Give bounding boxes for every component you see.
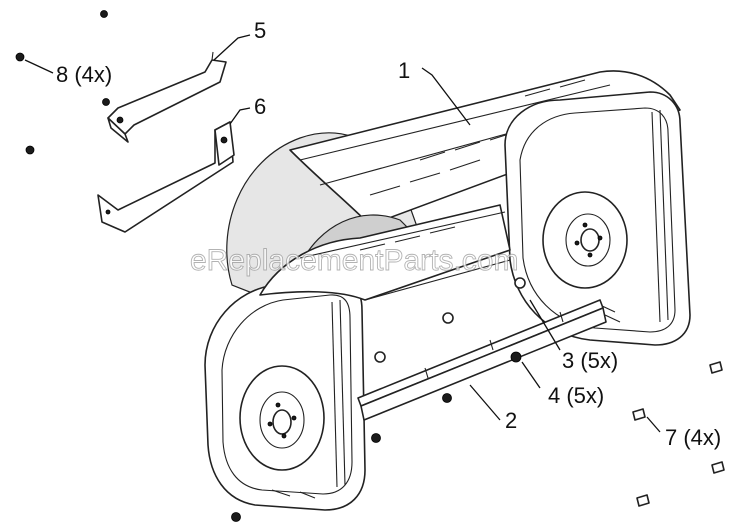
hardware-nut-4: [231, 351, 522, 522]
hardware-bolt-7: [632, 361, 725, 507]
callout-part-5: 5: [254, 18, 266, 43]
part-1-auger-housing: [204, 70, 691, 511]
callout-part-7: 7 (4x): [665, 425, 721, 450]
hardware-nut-8: [15, 10, 110, 155]
part-6-bracket: [97, 121, 235, 233]
callout-part-4: 4 (5x): [548, 383, 604, 408]
leader-lines: [24, 34, 661, 433]
callout-part-2: 2: [505, 408, 517, 433]
callout-part-3: 3 (5x): [562, 348, 618, 373]
watermark-text: eReplacementParts.com: [190, 244, 518, 277]
callout-part-6: 6: [254, 94, 266, 119]
part-2-scraper-bar: [357, 299, 607, 421]
callout-part-1: 1: [398, 58, 410, 83]
part-5-bracket: [107, 51, 227, 143]
callout-part-8: 8 (4x): [56, 62, 112, 87]
